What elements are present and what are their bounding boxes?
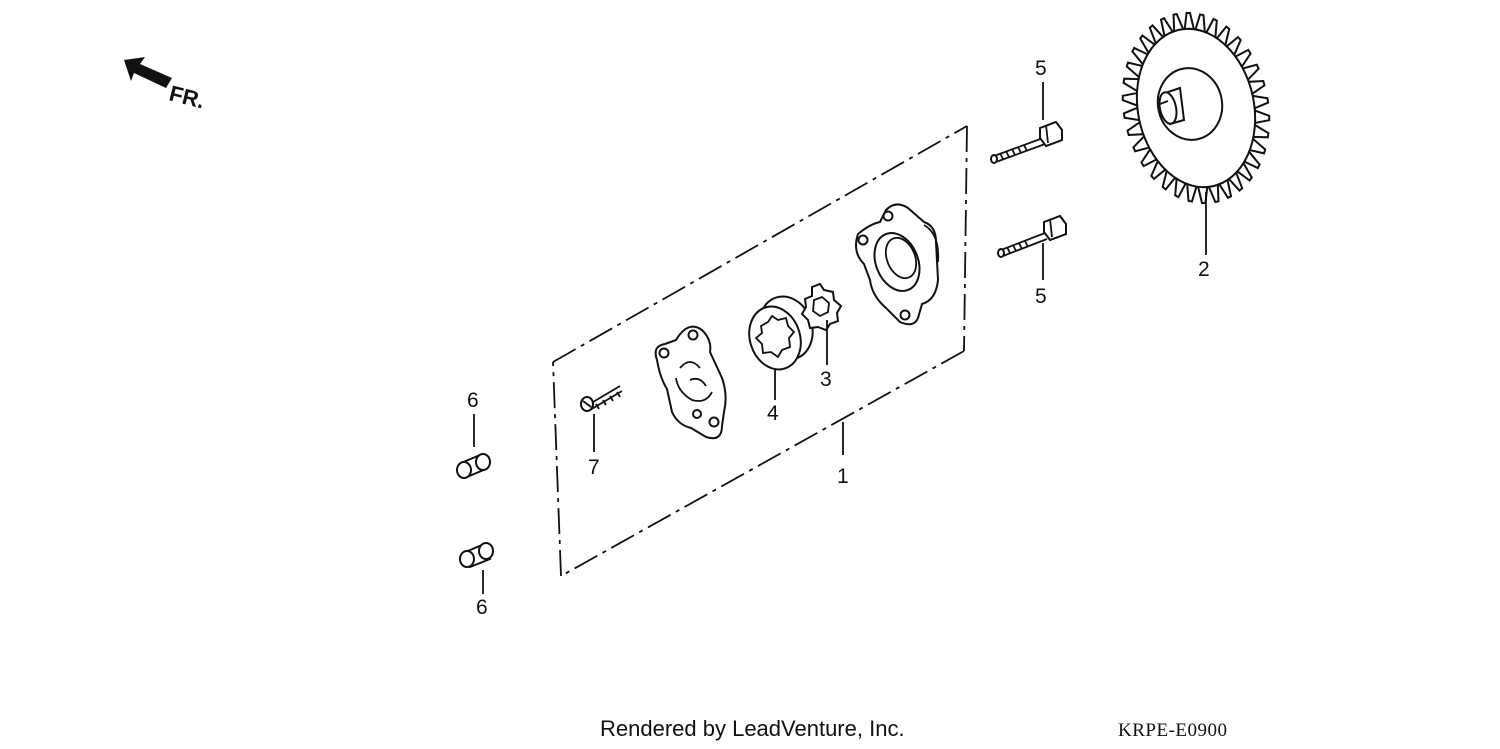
pump-assembly-boundary xyxy=(552,125,968,577)
inner-rotor-part xyxy=(800,282,843,365)
dowel-pin-upper-part xyxy=(456,414,491,479)
footer-diagram-code: KRPE-E0900 xyxy=(1118,720,1228,741)
arrow-icon xyxy=(124,57,172,88)
callout-5-upper[interactable]: 5 xyxy=(1035,57,1047,80)
callout-5-lower[interactable]: 5 xyxy=(1035,285,1047,308)
callout-7[interactable]: 7 xyxy=(588,456,600,479)
callout-6-lower[interactable]: 6 xyxy=(476,596,488,619)
callout-2[interactable]: 2 xyxy=(1198,258,1210,281)
flange-bolt-upper-part xyxy=(990,82,1063,164)
dowel-pin-lower-part xyxy=(459,542,494,594)
callout-1[interactable]: 1 xyxy=(837,465,849,488)
front-direction-indicator: FR. xyxy=(124,57,207,113)
front-label: FR. xyxy=(167,81,207,114)
drive-gear-part xyxy=(1121,11,1271,255)
pump-body-part xyxy=(855,203,940,326)
pump-cover-plate xyxy=(654,325,727,440)
outer-rotor-part xyxy=(748,295,814,400)
screw-part xyxy=(580,385,623,452)
flange-bolt-lower-part xyxy=(997,214,1067,280)
callout-6-upper[interactable]: 6 xyxy=(467,389,479,412)
callout-4[interactable]: 4 xyxy=(767,402,779,425)
callout-3[interactable]: 3 xyxy=(820,368,832,391)
footer-credit: Rendered by LeadVenture, Inc. xyxy=(600,716,905,741)
